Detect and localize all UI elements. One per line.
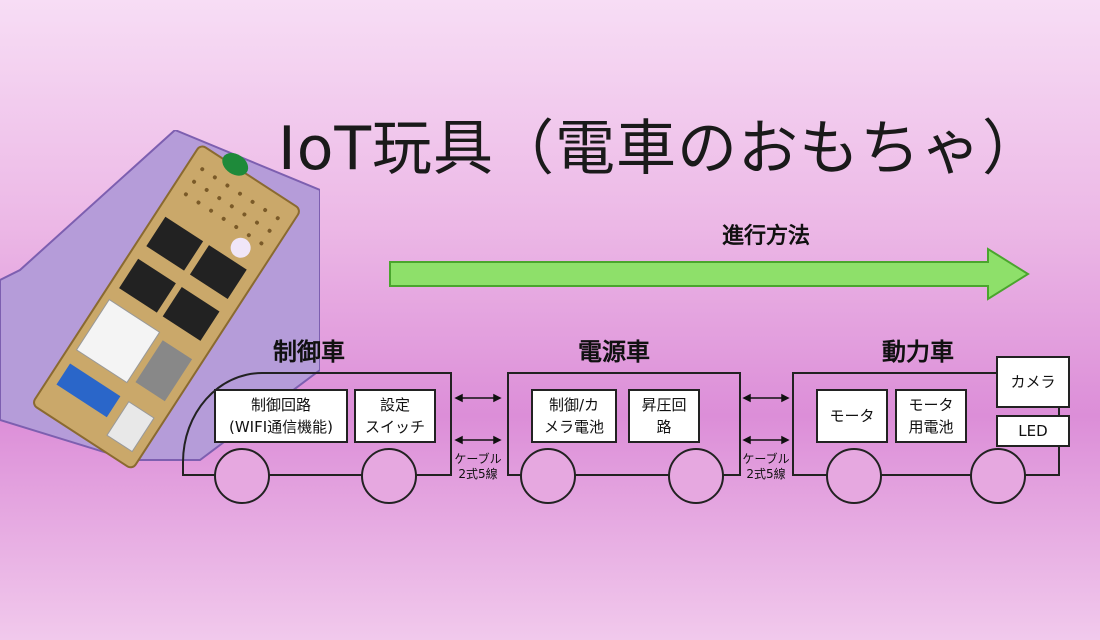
car-label-drive: 動力車 [882,332,954,367]
wheel [826,448,882,504]
coupling-arrows [454,388,502,448]
car-label-control: 制御車 [273,332,345,367]
box-setting-switch: 設定 スイッチ [354,389,436,443]
box-boost-circuit: 昇圧回 路 [628,389,700,443]
box-control-circuit: 制御回路 (WIFI通信機能) [214,389,348,443]
car-label-power: 電源車 [578,332,650,367]
cable-label: ケーブル 2式5線 [446,452,510,482]
wheel [520,448,576,504]
coupling-arrows [742,388,790,448]
direction-arrow [388,246,1033,302]
wheel [214,448,270,504]
box-led: LED [996,415,1070,447]
box-camera: カメラ [996,356,1070,408]
wheel [361,448,417,504]
page-title: IoT玩具（電車のおもちゃ） [278,100,1058,187]
cable-label: ケーブル 2式5線 [734,452,798,482]
wheel [668,448,724,504]
box-motor: モータ [816,389,888,443]
wheel [970,448,1026,504]
box-motor-battery: モータ 用電池 [895,389,967,443]
box-camera-battery: 制御/カ メラ電池 [531,389,617,443]
